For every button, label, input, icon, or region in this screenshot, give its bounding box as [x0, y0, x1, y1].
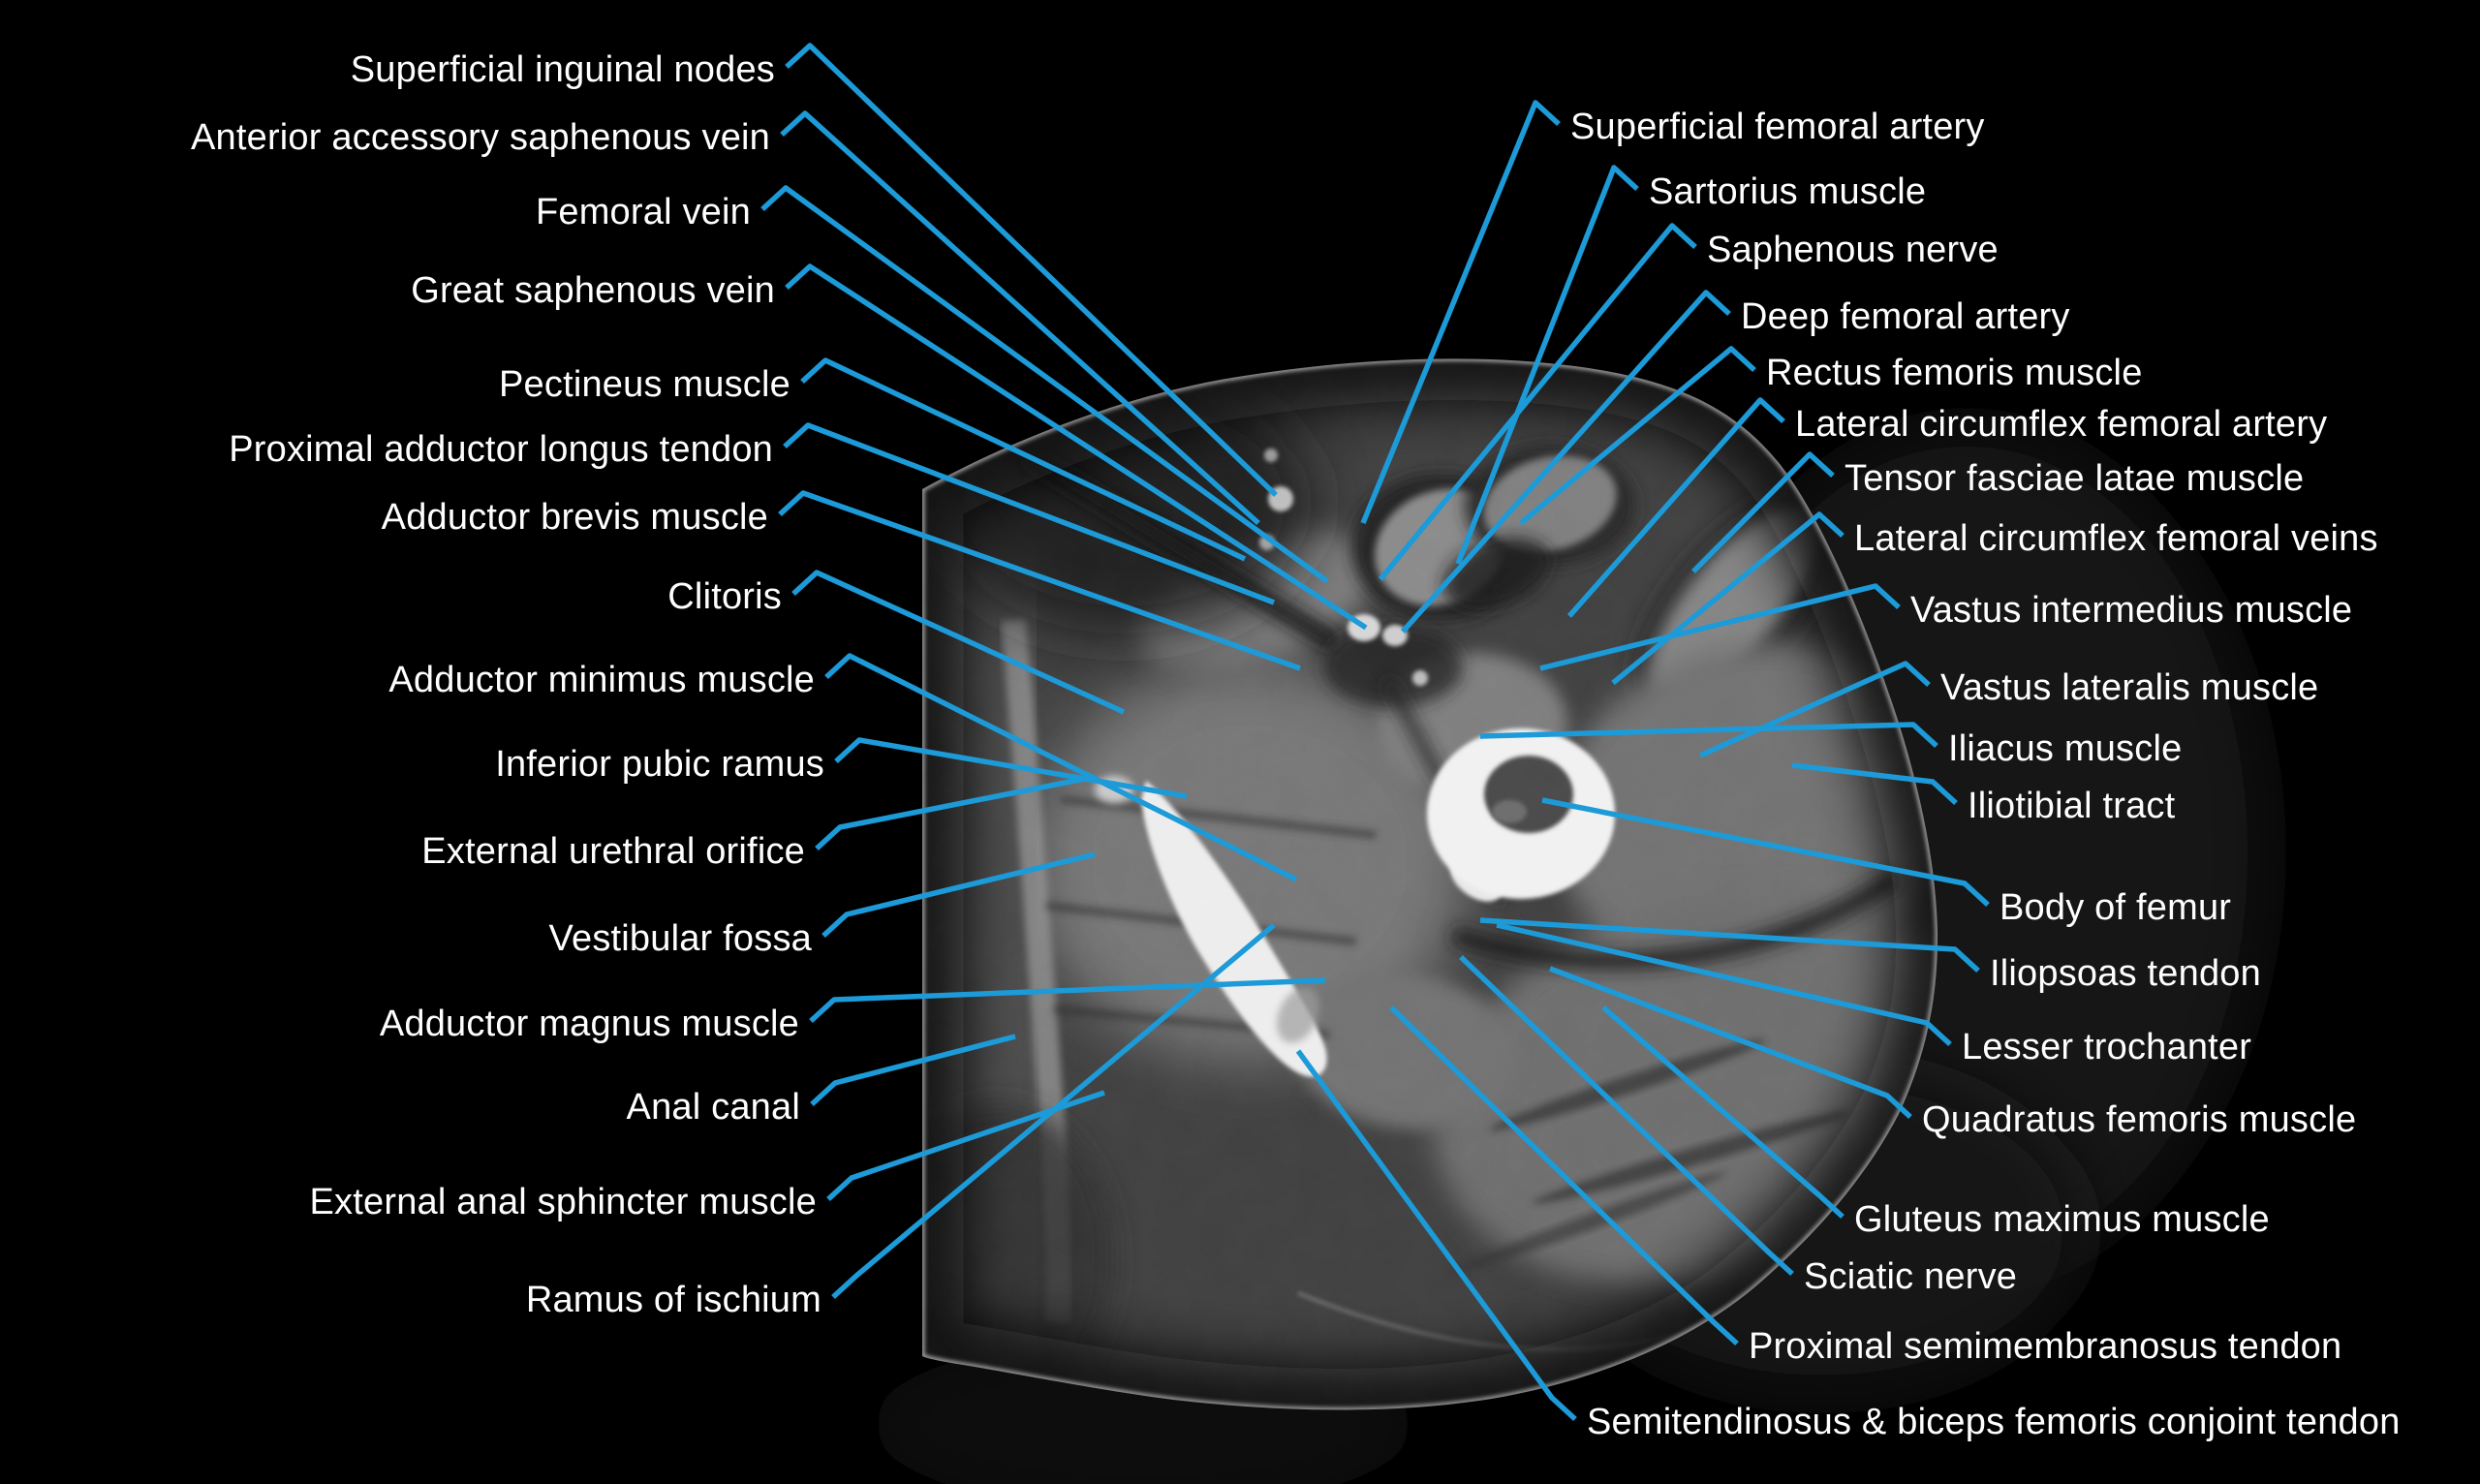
leader-iliacus-muscle	[1479, 722, 1938, 749]
leader-body-of-femur	[1541, 797, 1990, 908]
leader-gluteus-maximus-muscle	[1601, 1005, 1844, 1220]
leader-clitoris	[791, 570, 1126, 715]
leader-sartorius-muscle	[1455, 165, 1639, 566]
leader-superficial-inguinal-nodes	[785, 43, 1278, 497]
leader-ramus-of-ischium	[831, 922, 1276, 1300]
leader-lesser-trochanter	[1496, 922, 1952, 1047]
leader-saphenous-nerve	[1378, 223, 1697, 581]
leader-deep-femoral-artery	[1400, 290, 1731, 634]
leader-vastus-intermedius-muscle	[1539, 583, 1901, 671]
leader-anterior-accessory-saphenous-vein	[780, 110, 1260, 526]
leader-external-urethral-orifice	[815, 774, 1096, 851]
leader-pectineus-muscle	[800, 357, 1247, 562]
leader-proximal-adductor-longus-tendon	[783, 422, 1275, 605]
leader-rectus-femoris-muscle	[1519, 346, 1756, 526]
leader-inferior-pubic-ramus	[834, 737, 1188, 799]
leader-adductor-magnus-muscle	[809, 977, 1326, 1024]
leader-sciatic-nerve	[1459, 955, 1794, 1277]
leader-vastus-lateralis-muscle	[1698, 661, 1931, 758]
leader-adductor-brevis-muscle	[778, 490, 1301, 671]
leader-great-saphenous-vein	[785, 263, 1368, 631]
leader-iliotibial-tract	[1791, 762, 1958, 806]
leader-external-anal-sphincter-muscle	[826, 1090, 1105, 1202]
leader-lateral-circumflex-femoral-veins	[1611, 511, 1844, 686]
leader-femoral-vein	[760, 185, 1329, 584]
leader-superficial-femoral-artery	[1360, 100, 1561, 525]
leader-anal-canal	[810, 1034, 1016, 1107]
leader-lateral-circumflex-femoral-artery	[1566, 397, 1785, 618]
leader-lines	[760, 43, 1990, 1422]
leader-vestibular-fossa	[822, 851, 1096, 939]
leader-adductor-minimus-muscle	[824, 653, 1298, 882]
leader-proximal-semimembranosus-tendon	[1389, 1005, 1739, 1346]
leader-tensor-fasciae-latae-muscle	[1691, 451, 1835, 573]
leader-quadratus-femoris-muscle	[1549, 966, 1912, 1120]
leader-iliopsoas-tendon	[1479, 917, 1980, 974]
leader-semitendinosus-biceps-femoris-conjoint-tendon	[1295, 1049, 1577, 1422]
